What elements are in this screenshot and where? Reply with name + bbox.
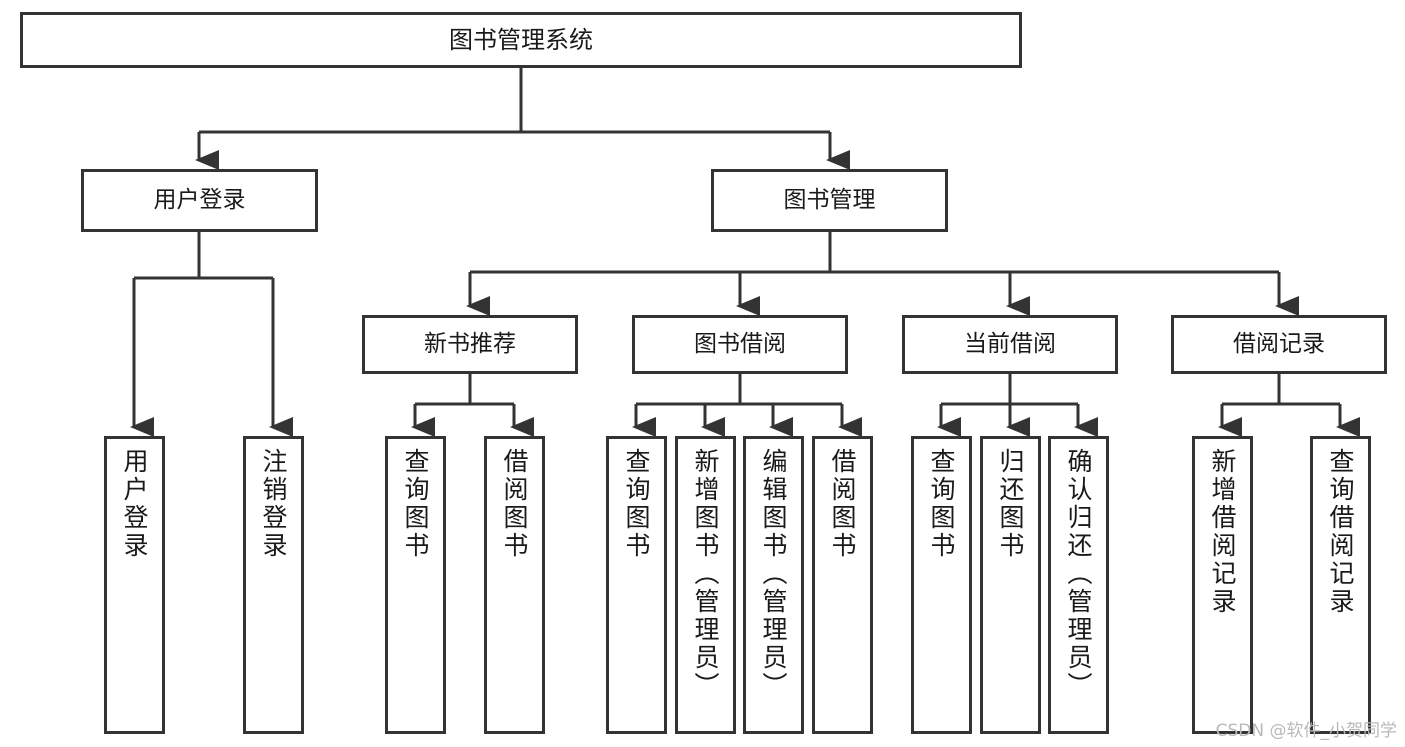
node-root[interactable]: 图书管理系统: [20, 12, 1022, 68]
node-leaf-query-book-1[interactable]: 查询图书: [385, 436, 446, 734]
node-current-borrow-label: 当前借阅: [964, 330, 1056, 357]
node-current-borrow[interactable]: 当前借阅: [902, 315, 1118, 374]
node-leaf-query-book-3[interactable]: 查询图书: [911, 436, 972, 734]
node-leaf-borrow-book-2-label: 借阅图书: [828, 448, 857, 560]
node-user-login-label: 用户登录: [153, 186, 246, 213]
watermark: CSDN @软件_小贺同学: [1215, 721, 1397, 741]
node-leaf-borrow-book-1[interactable]: 借阅图书: [484, 436, 545, 734]
node-leaf-query-book-2[interactable]: 查询图书: [606, 436, 667, 734]
node-leaf-borrow-book-1-label: 借阅图书: [500, 448, 529, 560]
node-book-management[interactable]: 图书管理: [711, 169, 948, 232]
node-leaf-borrow-book-2[interactable]: 借阅图书: [812, 436, 873, 734]
node-borrow-record-label: 借阅记录: [1233, 330, 1325, 357]
node-leaf-query-book-2-label: 查询图书: [622, 448, 651, 560]
node-new-book-recommend-label: 新书推荐: [424, 330, 516, 357]
node-book-borrow-label: 图书借阅: [694, 330, 786, 357]
node-leaf-add-book[interactable]: 新增图书（管理员）: [675, 436, 736, 734]
node-new-book-recommend[interactable]: 新书推荐: [362, 315, 578, 374]
node-leaf-edit-book[interactable]: 编辑图书（管理员）: [743, 436, 804, 734]
node-book-management-label: 图书管理: [783, 186, 876, 213]
node-leaf-return-book[interactable]: 归还图书: [980, 436, 1041, 734]
node-root-label: 图书管理系统: [449, 25, 593, 54]
node-leaf-add-record[interactable]: 新增借阅记录: [1192, 436, 1253, 734]
node-leaf-confirm-return-label: 确认归还（管理员）: [1064, 448, 1093, 700]
node-leaf-confirm-return[interactable]: 确认归还（管理员）: [1048, 436, 1109, 734]
node-leaf-logout-login-label: 注销登录: [259, 448, 288, 560]
node-leaf-query-record[interactable]: 查询借阅记录: [1310, 436, 1371, 734]
node-leaf-add-book-label: 新增图书（管理员）: [691, 448, 720, 700]
node-leaf-user-login-label: 用户登录: [120, 448, 149, 560]
node-book-borrow[interactable]: 图书借阅: [632, 315, 848, 374]
node-user-login[interactable]: 用户登录: [81, 169, 318, 232]
node-leaf-query-record-label: 查询借阅记录: [1326, 448, 1355, 616]
node-leaf-return-book-label: 归还图书: [996, 448, 1025, 560]
node-borrow-record[interactable]: 借阅记录: [1171, 315, 1387, 374]
node-leaf-logout-login[interactable]: 注销登录: [243, 436, 304, 734]
node-leaf-user-login[interactable]: 用户登录: [104, 436, 165, 734]
node-leaf-edit-book-label: 编辑图书（管理员）: [759, 448, 788, 700]
node-leaf-query-book-1-label: 查询图书: [401, 448, 430, 560]
node-leaf-add-record-label: 新增借阅记录: [1208, 448, 1237, 616]
node-leaf-query-book-3-label: 查询图书: [927, 448, 956, 560]
